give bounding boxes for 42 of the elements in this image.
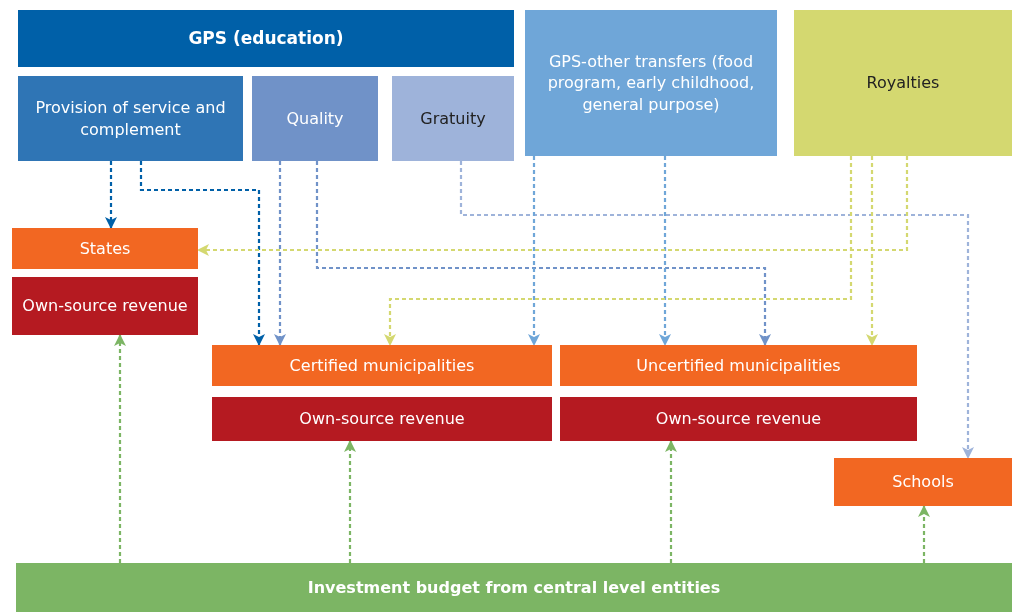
box-label: GPS-other transfers (food program, early childhood, general purpose) [546,50,756,116]
process-box [794,10,1012,156]
dotted-arrow [139,161,265,346]
box-label: Uncertified municipalities [636,354,841,377]
dotted-arrow [918,505,930,563]
process-box [560,397,917,441]
process-box [525,10,777,156]
process-box [12,277,198,335]
box-label: Schools [892,471,954,493]
dotted-arrow [866,156,878,346]
dotted-arrow [315,161,771,346]
box-label: Own-source revenue [299,408,465,430]
box-label: States [79,237,131,260]
dotted-arrow [459,161,974,459]
box-label: GPS (education) [188,27,344,50]
process-box [12,228,198,269]
box-label: Investment budget from central level entities [307,576,721,599]
dotted-arrow [344,440,356,563]
process-box [834,458,1012,506]
process-box [212,397,552,441]
box-label: Gratuity [420,107,486,130]
process-box [560,345,917,386]
box-label: Certified municipalities [289,354,475,377]
heading-box [18,10,514,67]
process-box [212,345,552,386]
dotted-arrow [528,156,540,346]
box-label: Provision of service and complement [34,96,227,141]
dotted-arrow [274,161,286,346]
dotted-arrow [114,334,126,563]
box-label: Own-source revenue [22,295,188,317]
dotted-arrow [384,156,853,346]
process-box [252,76,378,161]
process-box [392,76,514,161]
dotted-arrow [105,161,117,229]
dotted-arrow [197,156,909,256]
box-label: Quality [286,107,344,130]
dotted-arrow [659,156,671,346]
box-label: Royalties [866,72,940,94]
dotted-arrow [665,440,677,563]
process-box [18,76,243,161]
base-bar [16,563,1012,612]
box-label: Own-source revenue [655,408,822,430]
